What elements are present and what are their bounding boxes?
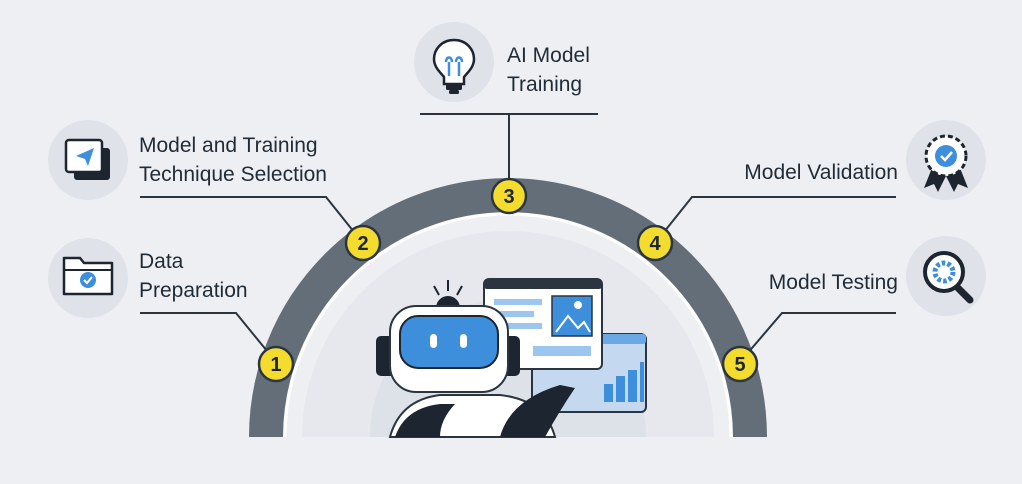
step-label-2: Model and Training Technique Selection [139,131,327,189]
connector-1 [140,312,277,363]
robot-illustration [376,278,647,438]
connector-4 [655,196,896,243]
number-badges: 1 2 3 4 5 [257,177,759,383]
step-number-3: 3 [503,186,514,208]
step-badge-2: 2 [344,224,382,262]
step-label-1-line-1: Data [139,250,184,273]
robot-eye-right [460,334,467,348]
step-badge-3: 3 [490,177,528,215]
text-line [494,323,542,329]
connector-5 [739,312,896,363]
step-label-1-line-2: Preparation [139,279,248,302]
step-badge-5: 5 [721,345,759,383]
step-label-3-line-2: Training [507,73,583,96]
step-badge-1: 1 [257,345,295,383]
progress-strip [533,346,591,356]
chart-bar [604,384,613,402]
step-label-5-line-1: Model Testing [768,271,898,294]
connectors [140,113,896,363]
folder-check-icon [62,256,114,296]
step-label-4: Model Validation [744,158,898,187]
award-badge-icon [924,134,968,192]
step-badge-4: 4 [636,224,674,262]
image-mountains [555,314,591,333]
chart-bar [616,376,625,402]
robot-arm [500,385,575,437]
connector-2 [140,196,363,243]
step-label-1: Data Preparation [139,247,248,305]
robot-shoulder [395,404,455,437]
step-number-4: 4 [649,233,661,255]
image-sun [574,301,582,309]
robot-visor [399,315,499,369]
send-window-icon [64,138,110,180]
step-label-3-line-1: AI Model [507,44,590,67]
step-label-2-line-1: Model and Training [139,134,318,157]
chart-bar [628,370,637,402]
text-line [494,299,542,305]
step-label-5: Model Testing [769,268,898,297]
antenna-rays [433,280,463,296]
magnifier-gear-icon [923,251,974,304]
step-label-2-line-2: Technique Selection [139,163,327,186]
step-number-2: 2 [357,233,368,255]
step-number-5: 5 [734,354,745,376]
step-label-3: AI Model Training [507,41,590,99]
lightbulb-icon [432,38,476,94]
icon-circles [48,22,986,318]
step-number-1: 1 [270,354,281,376]
robot-eye-left [430,334,437,348]
step-label-4-line-1: Model Validation [744,161,898,184]
text-line [494,311,534,317]
chart-bar [640,362,644,402]
browser-window-bar [484,279,602,289]
